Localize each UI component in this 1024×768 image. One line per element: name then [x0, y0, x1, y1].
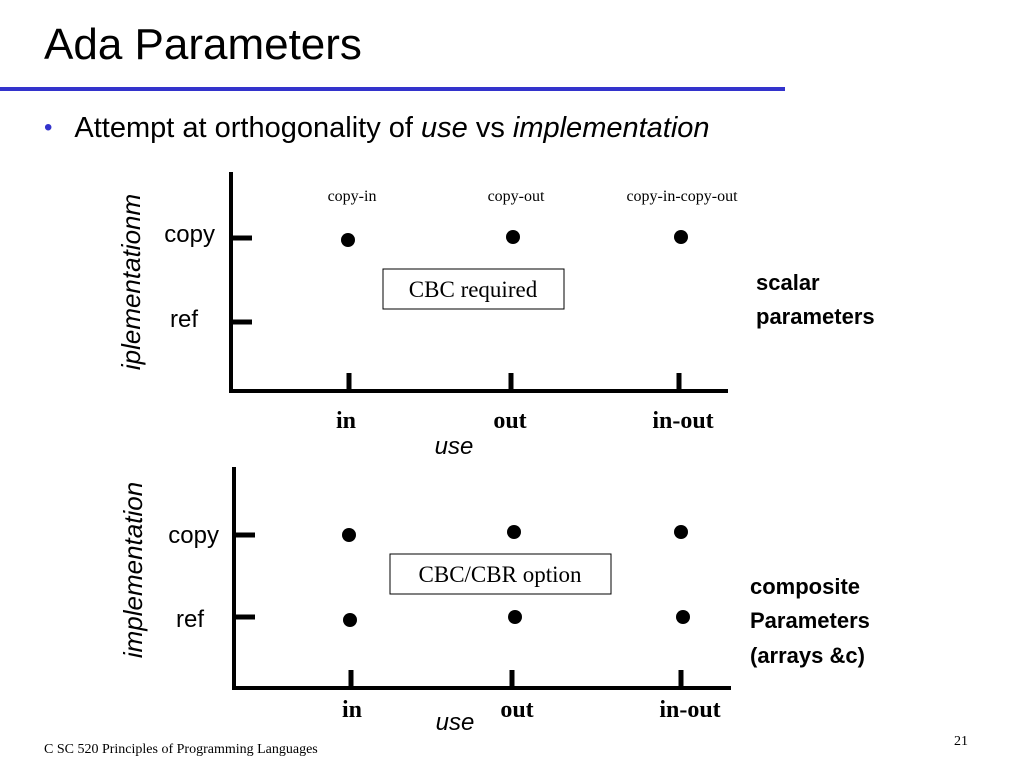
scalar-side-label-line-1: scalar: [756, 270, 820, 295]
composite-point-in-out-ref: [676, 610, 690, 624]
composite-side-label-line-2: Parameters: [750, 608, 870, 633]
slide-footer: C SC 520 Principles of Programming Langu…: [44, 742, 318, 757]
scalar-cbc-box-label: CBC required: [409, 277, 538, 302]
bullet-text-use: use: [421, 112, 468, 144]
composite-chart: implementation copy ref CBC/CBR option i…: [118, 467, 870, 736]
composite-point-in-copy: [342, 528, 356, 542]
bullet-icon: •: [44, 114, 53, 141]
composite-point-in-ref: [343, 613, 357, 627]
scalar-x-tick-label-in: in: [336, 408, 356, 434]
scalar-point-in-copy: [341, 233, 355, 247]
title-underline: [0, 87, 785, 91]
composite-x-tick-label-in: in: [342, 697, 362, 723]
composite-y-tick-label-copy: copy: [168, 522, 219, 549]
bullet-text-prefix: Attempt at orthogonality of: [74, 112, 421, 144]
scalar-x-axis-label: use: [435, 433, 474, 460]
composite-y-axis-label: implementation: [118, 482, 148, 658]
composite-point-in-out-copy: [674, 525, 688, 539]
scalar-point-out-copy: [506, 230, 520, 244]
scalar-chart: iplementationm copy ref copy-in copy-out…: [116, 172, 875, 460]
scalar-column-header-copy-in-copy-out: copy-in-copy-out: [626, 188, 738, 205]
composite-side-label-line-3: (arrays &c): [750, 643, 865, 668]
scalar-y-tick-label-ref: ref: [170, 306, 198, 333]
scalar-column-header-copy-out: copy-out: [488, 188, 545, 205]
scalar-y-tick-label-copy: copy: [164, 221, 215, 248]
composite-cbc-cbr-box-label: CBC/CBR option: [419, 562, 582, 587]
bullet-text-middle: vs: [467, 112, 513, 144]
scalar-cbc-box: [382, 268, 565, 310]
composite-x-tick-label-in-out: in-out: [659, 697, 720, 723]
bullet-text-implementation: implementation: [512, 112, 710, 144]
slide-title: Ada Parameters: [44, 20, 362, 69]
composite-y-tick-label-ref: ref: [176, 606, 204, 633]
composite-side-label-line-1: composite: [750, 574, 860, 599]
scalar-column-header-copy-in: copy-in: [328, 188, 377, 205]
composite-x-tick-label-out: out: [500, 697, 533, 723]
composite-cbc-cbr-box: [389, 553, 612, 595]
scalar-x-tick-label-in-out: in-out: [652, 408, 713, 434]
composite-point-out-copy: [507, 525, 521, 539]
composite-x-axis-label: use: [436, 709, 475, 736]
scalar-side-label-line-2: parameters: [756, 304, 875, 329]
scalar-point-in-out-copy: [674, 230, 688, 244]
scalar-x-tick-label-out: out: [493, 408, 526, 434]
slide-page-number: 21: [954, 734, 968, 749]
composite-point-out-ref: [508, 610, 522, 624]
scalar-y-axis-label: iplementationm: [116, 194, 146, 370]
bullet-point: • Attempt at orthogonality of use vs impl…: [44, 112, 710, 145]
